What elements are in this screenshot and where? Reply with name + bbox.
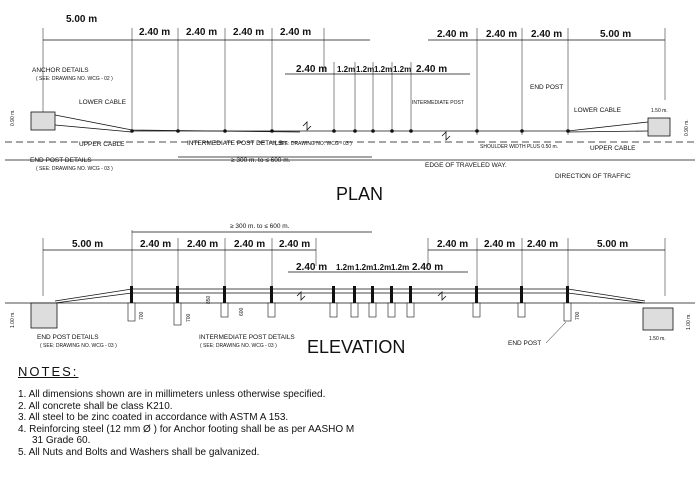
- elevation-end-post-details: END POST DETAILS: [37, 334, 99, 341]
- note-3: 3. All steel to be zinc coated in accord…: [18, 412, 289, 423]
- elevation-post-dim-2: 850: [206, 295, 212, 304]
- plan-direction-traffic: DIRECTION OF TRAFFIC: [555, 173, 631, 180]
- note-4: 4. Reinforcing steel (12 mm Ø ) for Anch…: [18, 423, 355, 435]
- note-5: 5. All Nuts and Bolts and Washers shall …: [18, 446, 260, 458]
- plan-dim-left-1: 5.00 m: [66, 14, 97, 25]
- plan-dim-mid-2: 1.2m: [337, 65, 355, 74]
- elevation-dim-left-1: 5.00 m: [72, 239, 103, 250]
- plan-dim-left-4: 2.40 m: [233, 27, 264, 38]
- plan-dim-mid-1: 2.40 m: [296, 64, 327, 75]
- plan-anchor-right: [647, 117, 671, 137]
- elevation-dim-mid-1: 2.40 m: [296, 262, 327, 273]
- note-4-continued: 31 Grade 60.: [32, 435, 91, 446]
- elevation-end-post: END POST: [508, 340, 541, 347]
- note-1: 1. All dimensions shown are in millimete…: [18, 389, 326, 400]
- plan-title: PLAN: [336, 184, 383, 204]
- plan-dim-090-left: 0.90 m.: [10, 109, 16, 126]
- elevation-dim-100-right: 1.00 m.: [686, 313, 692, 330]
- elevation-dim-left-3: 2.40 m: [187, 239, 218, 250]
- elevation-intermediate-post-ref: ( SEE: DRAWING NO. WCG - 03 ): [200, 343, 277, 349]
- plan-end-post-ref: ( SEE: DRAWING NO. WCG - 03 ): [36, 166, 113, 172]
- elevation-dim-left-2: 2.40 m: [140, 239, 171, 250]
- elevation-view: ≥ 300 m. to ≤ 600 m. 5.00 m 2.40 m 2.40 …: [5, 223, 695, 357]
- plan-dim-mid-6: 2.40 m: [416, 64, 447, 75]
- elevation-anchor-right: [642, 307, 674, 331]
- notes-section: NOTES: 1. All dimensions shown are in mi…: [18, 364, 678, 458]
- elevation-dim-150-right: 1.50 m.: [649, 336, 666, 342]
- elevation-intermediate-post-details: INTERMEDIATE POST DETAILS: [199, 334, 295, 341]
- plan-lower-cable-left: LOWER CABLE: [79, 99, 127, 106]
- plan-dim-090-right: 0.90 m.: [684, 119, 690, 136]
- plan-intermediate-post: INTERMEDIATE POST: [412, 100, 464, 106]
- plan-anchor-details: ANCHOR DETAILS: [32, 67, 89, 74]
- plan-anchor-ref: ( SEE: DRAWING NO. WCG - 02 ): [36, 76, 113, 82]
- plan-end-post-details: END POST DETAILS: [30, 157, 92, 164]
- elevation-dim-left-4: 2.40 m: [234, 239, 265, 250]
- elevation-post-dim-4: 700: [186, 313, 192, 322]
- note-2: 2. All concrete shall be class K210.: [18, 400, 173, 412]
- elevation-post-dim-3: 600: [239, 307, 245, 316]
- elevation-end-post-ref: ( SEE: DRAWING NO. WCG - 03 ): [40, 343, 117, 349]
- elevation-dim-right-1: 2.40 m: [437, 239, 468, 250]
- notes-heading: NOTES:: [18, 364, 79, 379]
- plan-upper-cable-right: UPPER CABLE: [590, 145, 636, 152]
- elevation-post-dim-5: 700: [575, 311, 581, 320]
- plan-edge-traveled-way: EDGE OF TRAVELED WAY.: [425, 162, 507, 169]
- plan-lower-cable-right: LOWER CABLE: [574, 107, 622, 114]
- plan-end-post: END POST: [530, 84, 563, 91]
- elevation-dim-mid-2: 1.2m: [336, 263, 354, 272]
- elevation-dim-right-2: 2.40 m: [484, 239, 515, 250]
- plan-intermediate-post-details: INTERMEDIATE POST DETAILS: [187, 140, 283, 147]
- elevation-dim-100-left: 1.00 m.: [10, 311, 16, 328]
- plan-dim-right-1: 2.40 m: [437, 29, 468, 40]
- elevation-dim-right-3: 2.40 m: [527, 239, 558, 250]
- elevation-title: ELEVATION: [307, 337, 405, 357]
- plan-dim-mid-4: 1.2m: [374, 65, 392, 74]
- plan-upper-cable-left: UPPER CABLE: [79, 141, 125, 148]
- plan-dim-right-2: 2.40 m: [486, 29, 517, 40]
- plan-dim-left-3: 2.40 m: [186, 27, 217, 38]
- plan-dim-mid-5: 1.2m: [393, 65, 411, 74]
- plan-dim-150-right: 1.50 m.: [651, 108, 668, 114]
- plan-anchor-left: [30, 111, 56, 131]
- elevation-dim-mid-4: 1.2m: [373, 263, 391, 272]
- plan-dim-left-2: 2.40 m: [139, 27, 170, 38]
- plan-intermediate-post-ref: ( SEE: DRAWING NO. WCG - 03 ): [275, 141, 352, 147]
- plan-length-range: ≥ 300 m. to ≤ 600 m.: [231, 157, 291, 164]
- elevation-dim-right-4: 5.00 m: [597, 239, 628, 250]
- plan-dim-left-5: 2.40 m: [280, 27, 311, 38]
- plan-dim-right-4: 5.00 m: [600, 29, 631, 40]
- elevation-dim-left-5: 2.40 m: [279, 239, 310, 250]
- plan-shoulder-width: SHOULDER WIDTH PLUS 0.50 m.: [480, 144, 558, 150]
- elevation-dim-mid-6: 2.40 m: [412, 262, 443, 273]
- elevation-length-range: ≥ 300 m. to ≤ 600 m.: [230, 223, 290, 230]
- plan-view: 5.00 m 2.40 m 2.40 m 2.40 m 2.40 m 2.40 …: [5, 14, 695, 204]
- elevation-dim-mid-5: 1.2m: [391, 263, 409, 272]
- elevation-anchor-left: [30, 302, 58, 329]
- elevation-dim-mid-3: 1.2m: [355, 263, 373, 272]
- plan-dim-right-3: 2.40 m: [531, 29, 562, 40]
- plan-dim-mid-3: 1.2m: [356, 65, 374, 74]
- elevation-post-dim-1: 700: [139, 311, 145, 320]
